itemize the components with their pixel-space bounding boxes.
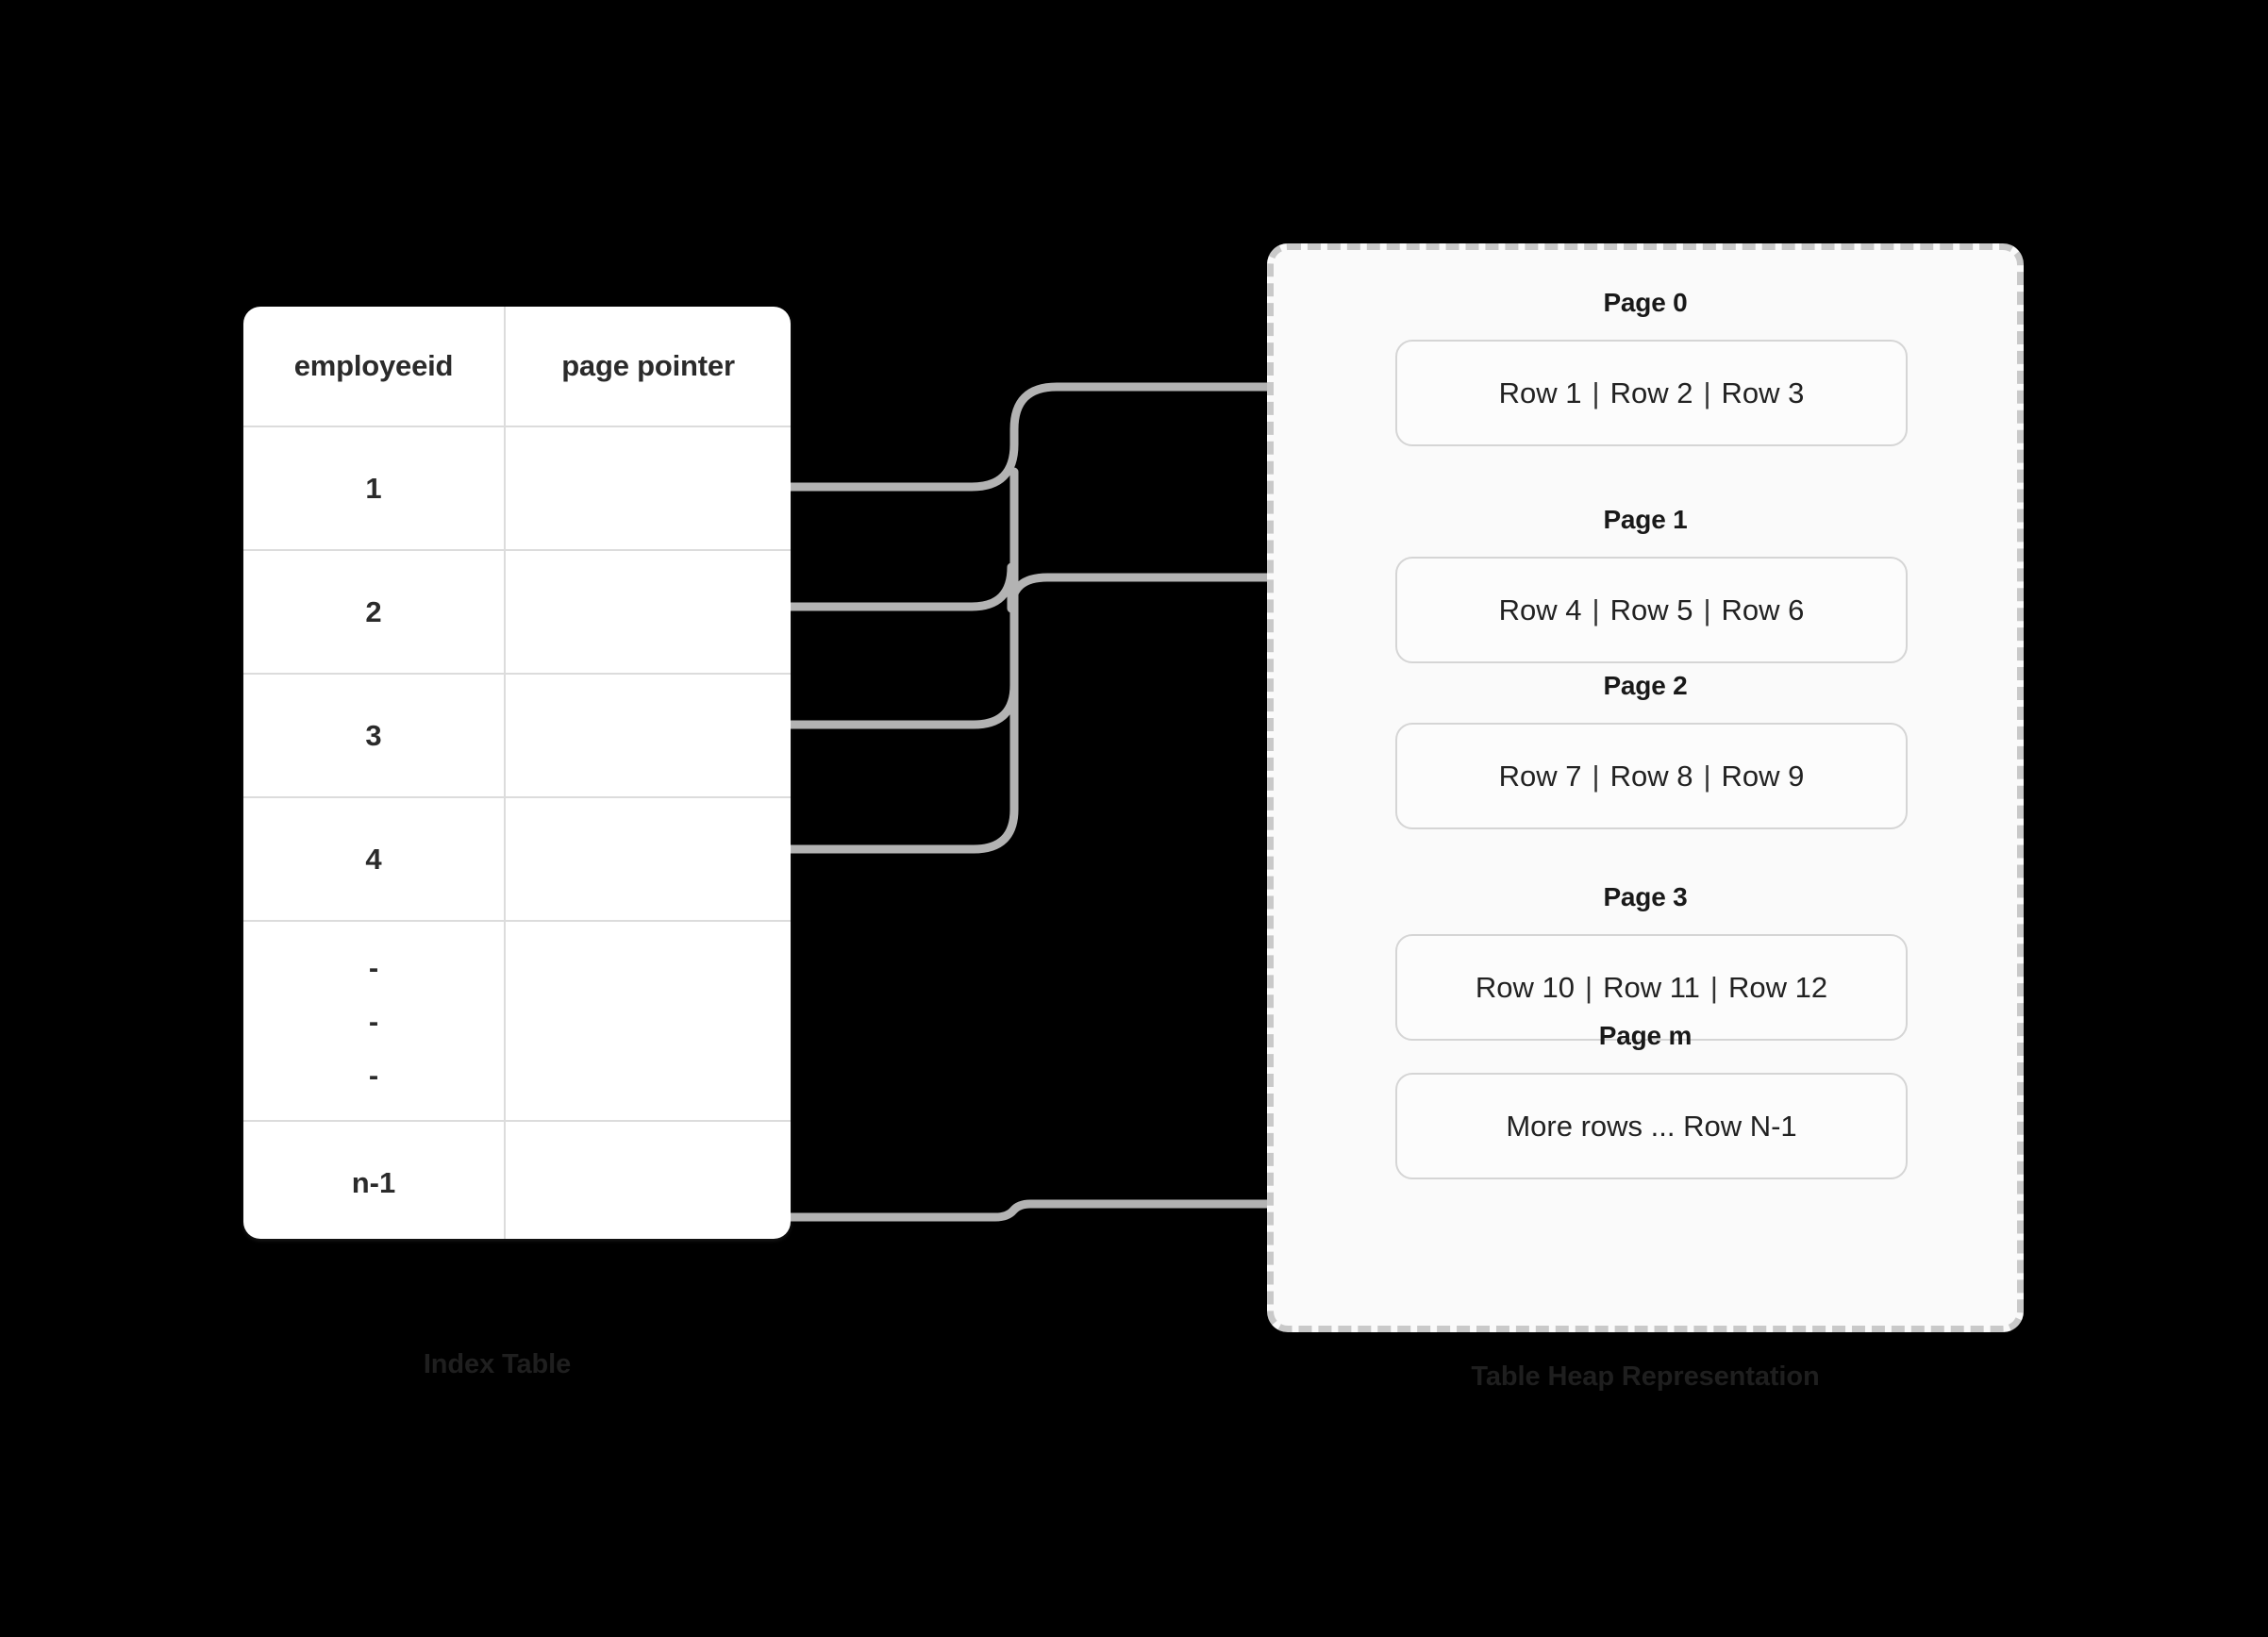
row-cell: Row 1 [1498,376,1582,409]
cell-employeeid: 1 [243,426,506,551]
heap-panel-caption: Table Heap Representation [1471,1361,1820,1392]
cell-page-pointer [505,797,791,922]
page-group-1: Page 1 [1274,507,2017,533]
row-cell: Row 7 [1498,759,1582,793]
row-cell: Row 4 [1498,593,1582,626]
row-separator: | [1703,593,1711,626]
column-header-page-pointer: page pointer [505,307,791,427]
index-table-header-row: employeeid page pointer [243,307,791,427]
page-group-3: Page 3 [1274,884,2017,910]
cell-page-pointer [505,1121,791,1239]
table-heap-panel: Page 0 Row 1 | Row 2 | Row 3 Page 1 Row … [1267,243,2024,1332]
index-table-caption: Index Table [423,1349,572,1379]
row-separator: | [1585,970,1593,1004]
row-separator: | [1592,376,1600,409]
row-cell: Row 11 [1603,970,1700,1004]
index-table: employeeid page pointer 1 2 3 4 [243,307,791,1239]
cell-employeeid: 3 [243,674,506,798]
page-row-box-m[interactable]: More rows ... Row N-1 [1395,1073,1908,1179]
index-table-grid: employeeid page pointer 1 2 3 4 [243,307,791,1239]
row-separator: | [1703,376,1711,409]
table-row[interactable]: 2 [243,550,791,675]
table-row[interactable]: n-1 [243,1121,791,1239]
row-cell: Row 10 [1475,970,1576,1004]
column-header-employeeid: employeeid [243,307,506,427]
row-cell: More rows ... Row N-1 [1506,1109,1797,1143]
ellipsis-stack: - - - [243,953,504,1090]
page-label: Page m [1598,1021,1693,1050]
row-separator: | [1592,759,1600,793]
row-cell: Row 12 [1727,970,1828,1004]
ellipsis-mark: - [368,1004,379,1038]
page-row-box-1[interactable]: Row 4 | Row 5 | Row 6 [1395,557,1908,663]
table-row[interactable]: 4 [243,797,791,922]
ellipsis-mark: - [368,1058,379,1092]
ellipsis-mark: - [368,950,379,984]
cell-page-pointer [505,674,791,798]
page-group-2: Page 2 [1274,673,2017,699]
row-cell: Row 2 [1609,376,1693,409]
cell-employeeid: 4 [243,797,506,922]
page-row-box-0[interactable]: Row 1 | Row 2 | Row 3 [1395,340,1908,446]
table-row[interactable]: 1 [243,426,791,551]
row-separator: | [1709,970,1718,1004]
page-row-box-2[interactable]: Row 7 | Row 8 | Row 9 [1395,723,1908,829]
page-label: Page 1 [1603,505,1688,534]
table-row[interactable]: 3 [243,674,791,798]
table-row-ellipsis: - - - [243,921,791,1122]
cell-page-pointer [505,550,791,675]
page-label: Page 0 [1603,288,1688,317]
row-separator: | [1592,593,1600,626]
page-label: Page 3 [1603,882,1688,911]
page-group-0: Page 0 [1274,290,2017,316]
cell-employeeid: 2 [243,550,506,675]
cell-employeeid-ellipsis: - - - [243,921,506,1122]
cell-page-pointer [505,921,791,1122]
page-group-m: Page m [1274,1023,2017,1049]
row-cell: Row 3 [1721,376,1805,409]
row-cell: Row 9 [1721,759,1805,793]
row-separator: | [1703,759,1711,793]
cell-page-pointer [505,426,791,551]
row-cell: Row 5 [1609,593,1693,626]
cell-employeeid: n-1 [243,1121,506,1239]
row-cell: Row 6 [1721,593,1805,626]
row-cell: Row 8 [1609,759,1693,793]
page-row-box-3[interactable]: Row 10 | Row 11 | Row 12 [1395,934,1908,1041]
page-label: Page 2 [1603,671,1688,700]
